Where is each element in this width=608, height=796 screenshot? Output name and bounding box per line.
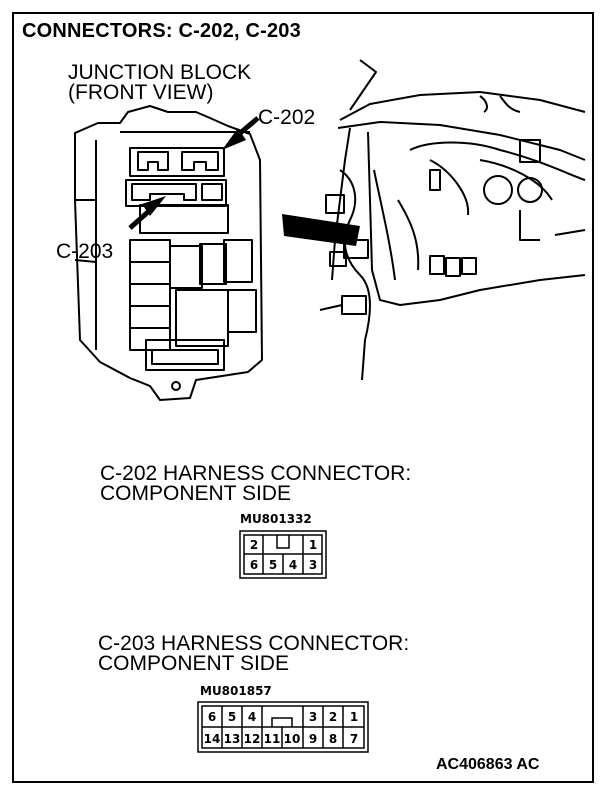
c202-pin-3: 3 (309, 558, 317, 572)
c203-pin-7: 7 (350, 732, 358, 746)
c202-connector-shape (239, 530, 327, 579)
c202-pin-6: 6 (250, 558, 258, 572)
c203-pin-11: 11 (264, 732, 281, 746)
c203-pin-3: 3 (309, 710, 317, 724)
c202-pin-2: 2 (250, 538, 258, 552)
figure-frame (12, 12, 594, 783)
c202-pin-5: 5 (269, 558, 277, 572)
c203-pin-5: 5 (228, 710, 236, 724)
c202-part-number: MU801332 (240, 512, 312, 526)
c203-pin-13: 13 (224, 732, 241, 746)
c203-callout-label: C-203 (56, 240, 114, 263)
dashboard-drawing (319, 59, 586, 381)
junction-block-label: JUNCTION BLOCK (68, 61, 252, 84)
figure-code: AC406863 AC (436, 756, 540, 773)
c202-heading: C-202 HARNESS CONNECTOR: (100, 462, 412, 485)
c203-connector-shape (197, 701, 369, 753)
front-view-label: (FRONT VIEW) (68, 81, 214, 104)
c202-callout-label: C-202 (258, 106, 316, 129)
c202-subheading: COMPONENT SIDE (100, 482, 291, 505)
c203-pin-14: 14 (204, 732, 221, 746)
c203-pin-8: 8 (329, 732, 337, 746)
c203-pins: 6 5 4 3 2 1 14 13 12 11 10 9 8 7 (204, 710, 359, 746)
c203-pin-12: 12 (244, 732, 261, 746)
c203-part-number: MU801857 (200, 684, 272, 698)
c202-pin-1: 1 (309, 538, 317, 552)
c203-subheading: COMPONENT SIDE (98, 652, 289, 675)
c203-heading: C-203 HARNESS CONNECTOR: (98, 632, 410, 655)
junction-block-drawing (74, 105, 263, 401)
page-title: CONNECTORS: C-202, C-203 (22, 20, 301, 42)
location-arrow (282, 214, 360, 246)
callout-arrows (128, 116, 260, 230)
c203-pin-6: 6 (208, 710, 216, 724)
c202-pin-4: 4 (289, 558, 297, 572)
c202-pins: 2 1 6 5 4 3 (250, 538, 317, 572)
c203-pin-1: 1 (350, 710, 358, 724)
c203-pin-10: 10 (284, 732, 301, 746)
c203-pin-4: 4 (248, 710, 256, 724)
c203-pin-2: 2 (329, 710, 337, 724)
c203-pin-9: 9 (309, 732, 317, 746)
